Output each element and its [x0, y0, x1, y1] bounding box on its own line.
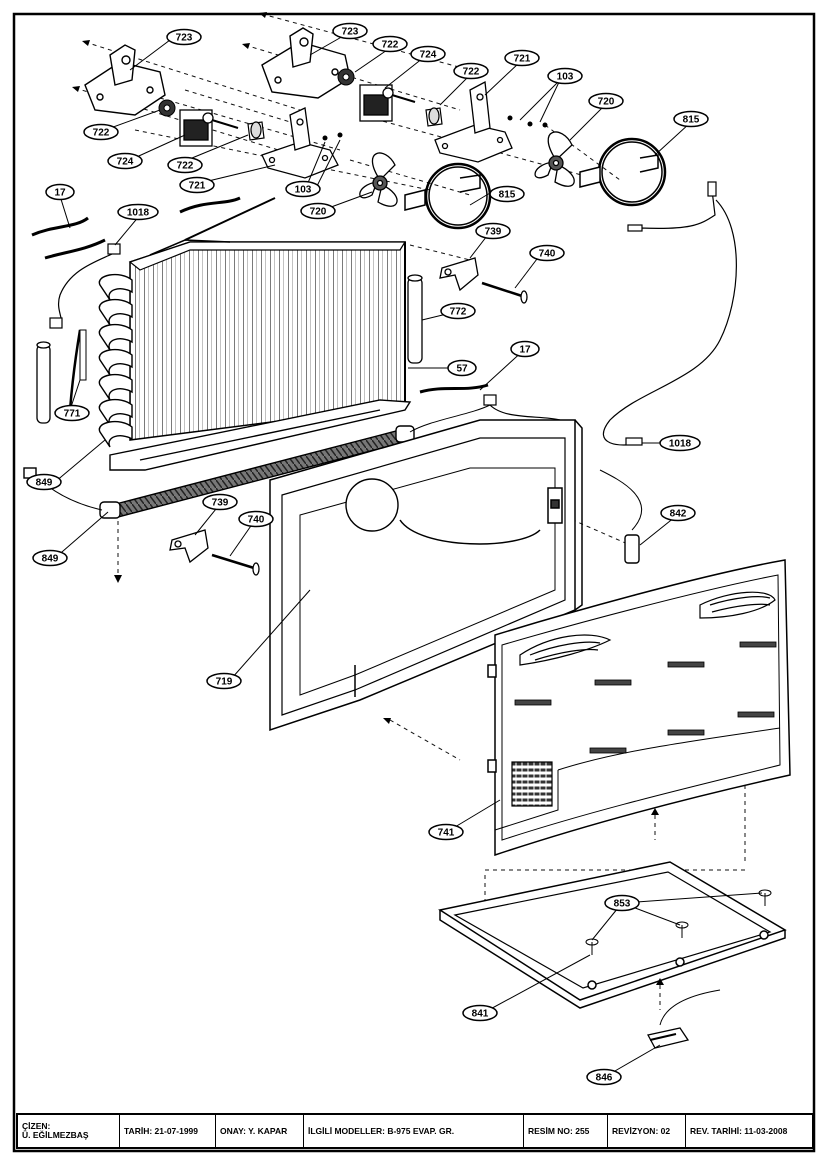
drawing-no-cell: RESİM NO: 255	[524, 1115, 608, 1147]
drain-channel	[109, 399, 412, 471]
bracket-723-right	[261, 27, 351, 99]
label-740-b: 740	[248, 515, 265, 526]
label-722-b: 722	[382, 40, 399, 51]
drawer-name: Ü. EĞİLMEZBAŞ	[22, 1130, 89, 1140]
label-17-b: 17	[519, 345, 531, 356]
clip-846	[647, 989, 721, 1049]
title-block: ÇİZEN: Ü. EĞİLMEZBAŞ TARİH: 21-07-1999 O…	[16, 1113, 814, 1149]
label-719: 719	[216, 677, 233, 688]
label-722-a: 722	[93, 128, 110, 139]
fan-shroud-815-right	[579, 137, 667, 207]
screw-740-bottom	[211, 553, 260, 576]
label-722-c: 722	[177, 161, 194, 172]
sensor-wire-1018-left	[49, 243, 121, 329]
label-853: 853	[614, 899, 631, 910]
label-815-a: 815	[499, 190, 516, 201]
label-739-a: 739	[485, 227, 502, 238]
label-723-b: 723	[342, 27, 359, 38]
fan-blade-720-right	[534, 131, 575, 187]
grommet-722-a	[158, 99, 176, 117]
clips-17-left	[31, 196, 276, 260]
label-771: 771	[64, 409, 81, 420]
label-841: 841	[472, 1009, 489, 1020]
clip-17-right	[419, 383, 489, 394]
sheet-border	[12, 12, 816, 1153]
label-741: 741	[438, 828, 455, 839]
holder-739-top	[439, 257, 479, 292]
label-723-a: 723	[176, 33, 193, 44]
fan-shroud-815-left	[404, 162, 492, 230]
rear-panel-719	[269, 419, 583, 732]
label-721-b: 721	[514, 54, 531, 65]
bracket-721-left	[261, 107, 339, 179]
grommet-722-b	[337, 68, 355, 86]
grommet-722-c	[247, 121, 265, 141]
screw-740-top	[481, 281, 528, 304]
holder-739-bottom	[169, 529, 209, 564]
label-724-b: 724	[420, 50, 437, 61]
label-720-b: 720	[598, 97, 615, 108]
evaporator-57	[98, 239, 407, 448]
label-103-a: 103	[295, 185, 312, 196]
label-740-a: 740	[539, 249, 556, 260]
label-103-b: 103	[557, 72, 574, 83]
label-1018-b: 1018	[669, 439, 692, 450]
label-772: 772	[450, 307, 467, 318]
label-17-a: 17	[54, 188, 66, 199]
label-721-a: 721	[189, 181, 206, 192]
fan-blade-720-left	[359, 152, 398, 207]
label-1018-a: 1018	[127, 208, 150, 219]
tray-841	[438, 861, 787, 1009]
label-849-b: 849	[42, 554, 59, 565]
bracket-721-right	[434, 80, 513, 163]
label-815-b: 815	[683, 115, 700, 126]
date-cell: TARİH: 21-07-1999	[120, 1115, 216, 1147]
label-724-a: 724	[117, 157, 134, 168]
thermal-fuse-771	[68, 329, 87, 411]
bracket-723-left	[84, 44, 166, 116]
label-720-a: 720	[310, 207, 327, 218]
revision-cell: REVİZYON: 02	[608, 1115, 686, 1147]
drawer-cell: ÇİZEN: Ü. EĞİLMEZBAŞ	[18, 1115, 120, 1147]
grommet-722-d	[425, 107, 443, 127]
models-cell: İLGİLİ MODELLER: B-975 EVAP. GR.	[304, 1115, 524, 1147]
label-842: 842	[670, 509, 687, 520]
screws-103	[322, 115, 548, 141]
label-849-a: 849	[36, 478, 53, 489]
label-722-d: 722	[463, 67, 480, 78]
sensor-wire-1018-right	[602, 181, 737, 446]
front-cover-741	[487, 559, 791, 857]
cable-clip-842	[599, 469, 643, 564]
approval-cell: ONAY: Y. KAPAR	[216, 1115, 304, 1147]
fan-motor-724-right	[359, 84, 416, 122]
connector-right	[483, 394, 561, 421]
label-57: 57	[456, 364, 468, 375]
insulation-tube-772	[407, 274, 423, 364]
fan-motor-724-left	[179, 109, 239, 147]
part-labels	[26, 22, 709, 1086]
arrowheads	[72, 12, 664, 985]
rev-date-cell: REV. TARİHİ: 11-03-2008	[690, 1126, 788, 1136]
defrost-heater-849	[23, 404, 491, 519]
drawer-label: ÇİZEN:	[22, 1121, 51, 1131]
part-label-texts: 723 723 722 724 722 721 103 720 815 722 …	[36, 27, 700, 1084]
insulation-tube-left	[36, 341, 51, 424]
label-846: 846	[596, 1073, 613, 1084]
label-739-b: 739	[212, 498, 229, 509]
